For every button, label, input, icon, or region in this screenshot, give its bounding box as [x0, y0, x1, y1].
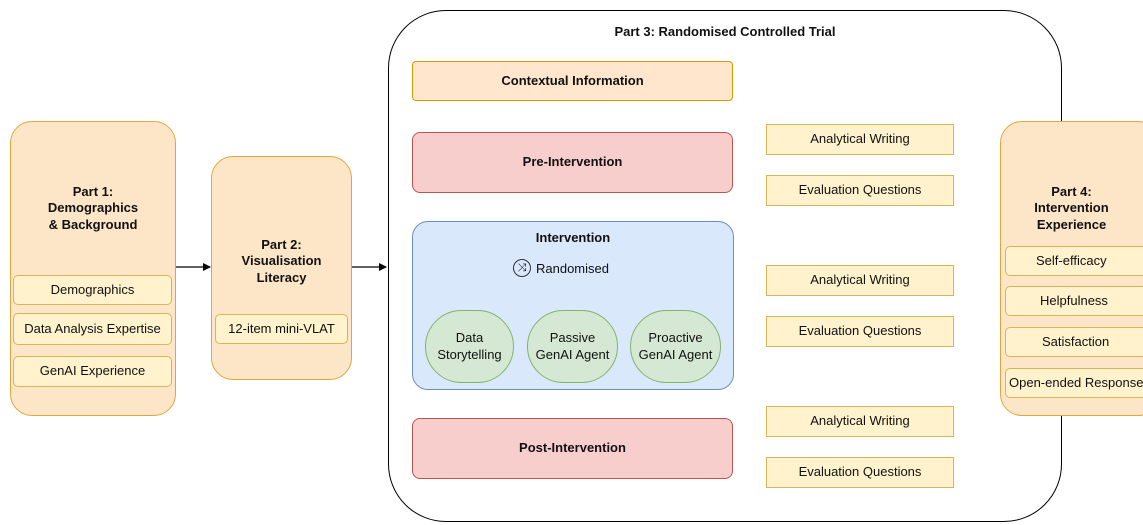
- contextual-information-box: Contextual Information: [412, 61, 733, 101]
- post-evaluation-questions: Evaluation Questions: [766, 457, 954, 488]
- intervention-title: Intervention: [535, 230, 611, 245]
- post-intervention-box: Post-Intervention: [412, 418, 733, 479]
- intervention-analytical-writing: Analytical Writing: [766, 265, 954, 296]
- part1-title: Part 1: Demographics & Background: [47, 184, 139, 232]
- part1-item-demographics: Demographics: [13, 275, 172, 305]
- part2-item-mini-vlat: 12-item mini-VLAT: [215, 314, 348, 344]
- intervention-evaluation-questions: Evaluation Questions: [766, 316, 954, 347]
- post-analytical-writing: Analytical Writing: [766, 406, 954, 437]
- shuffle-icon: ⤨: [513, 259, 531, 277]
- part4-title: Part 4: Intervention Experience: [1034, 184, 1109, 232]
- condition-data-storytelling: Data Storytelling: [425, 310, 514, 383]
- condition-passive-genai-agent: Passive GenAI Agent: [527, 310, 618, 383]
- pre-intervention-box: Pre-Intervention: [412, 132, 733, 193]
- part4-item-self-efficacy: Self-efficacy: [1005, 246, 1143, 276]
- part4-item-helpfulness: Helpfulness: [1005, 286, 1143, 316]
- part4-item-open-ended-responses: Open-ended Responses: [1005, 368, 1143, 398]
- condition-proactive-genai-agent: Proactive GenAI Agent: [630, 310, 721, 383]
- part2-title: Part 2: Visualisation Literacy: [241, 237, 322, 285]
- part4-item-satisfaction: Satisfaction: [1005, 327, 1143, 357]
- part1-item-data-analysis-expertise: Data Analysis Expertise: [13, 313, 172, 345]
- part1-item-genai-experience: GenAI Experience: [13, 356, 172, 387]
- pre-evaluation-questions: Evaluation Questions: [766, 175, 954, 206]
- part3-title: Part 3: Randomised Controlled Trial: [614, 24, 836, 39]
- randomised-label: Randomised: [536, 261, 609, 276]
- pre-analytical-writing: Analytical Writing: [766, 124, 954, 155]
